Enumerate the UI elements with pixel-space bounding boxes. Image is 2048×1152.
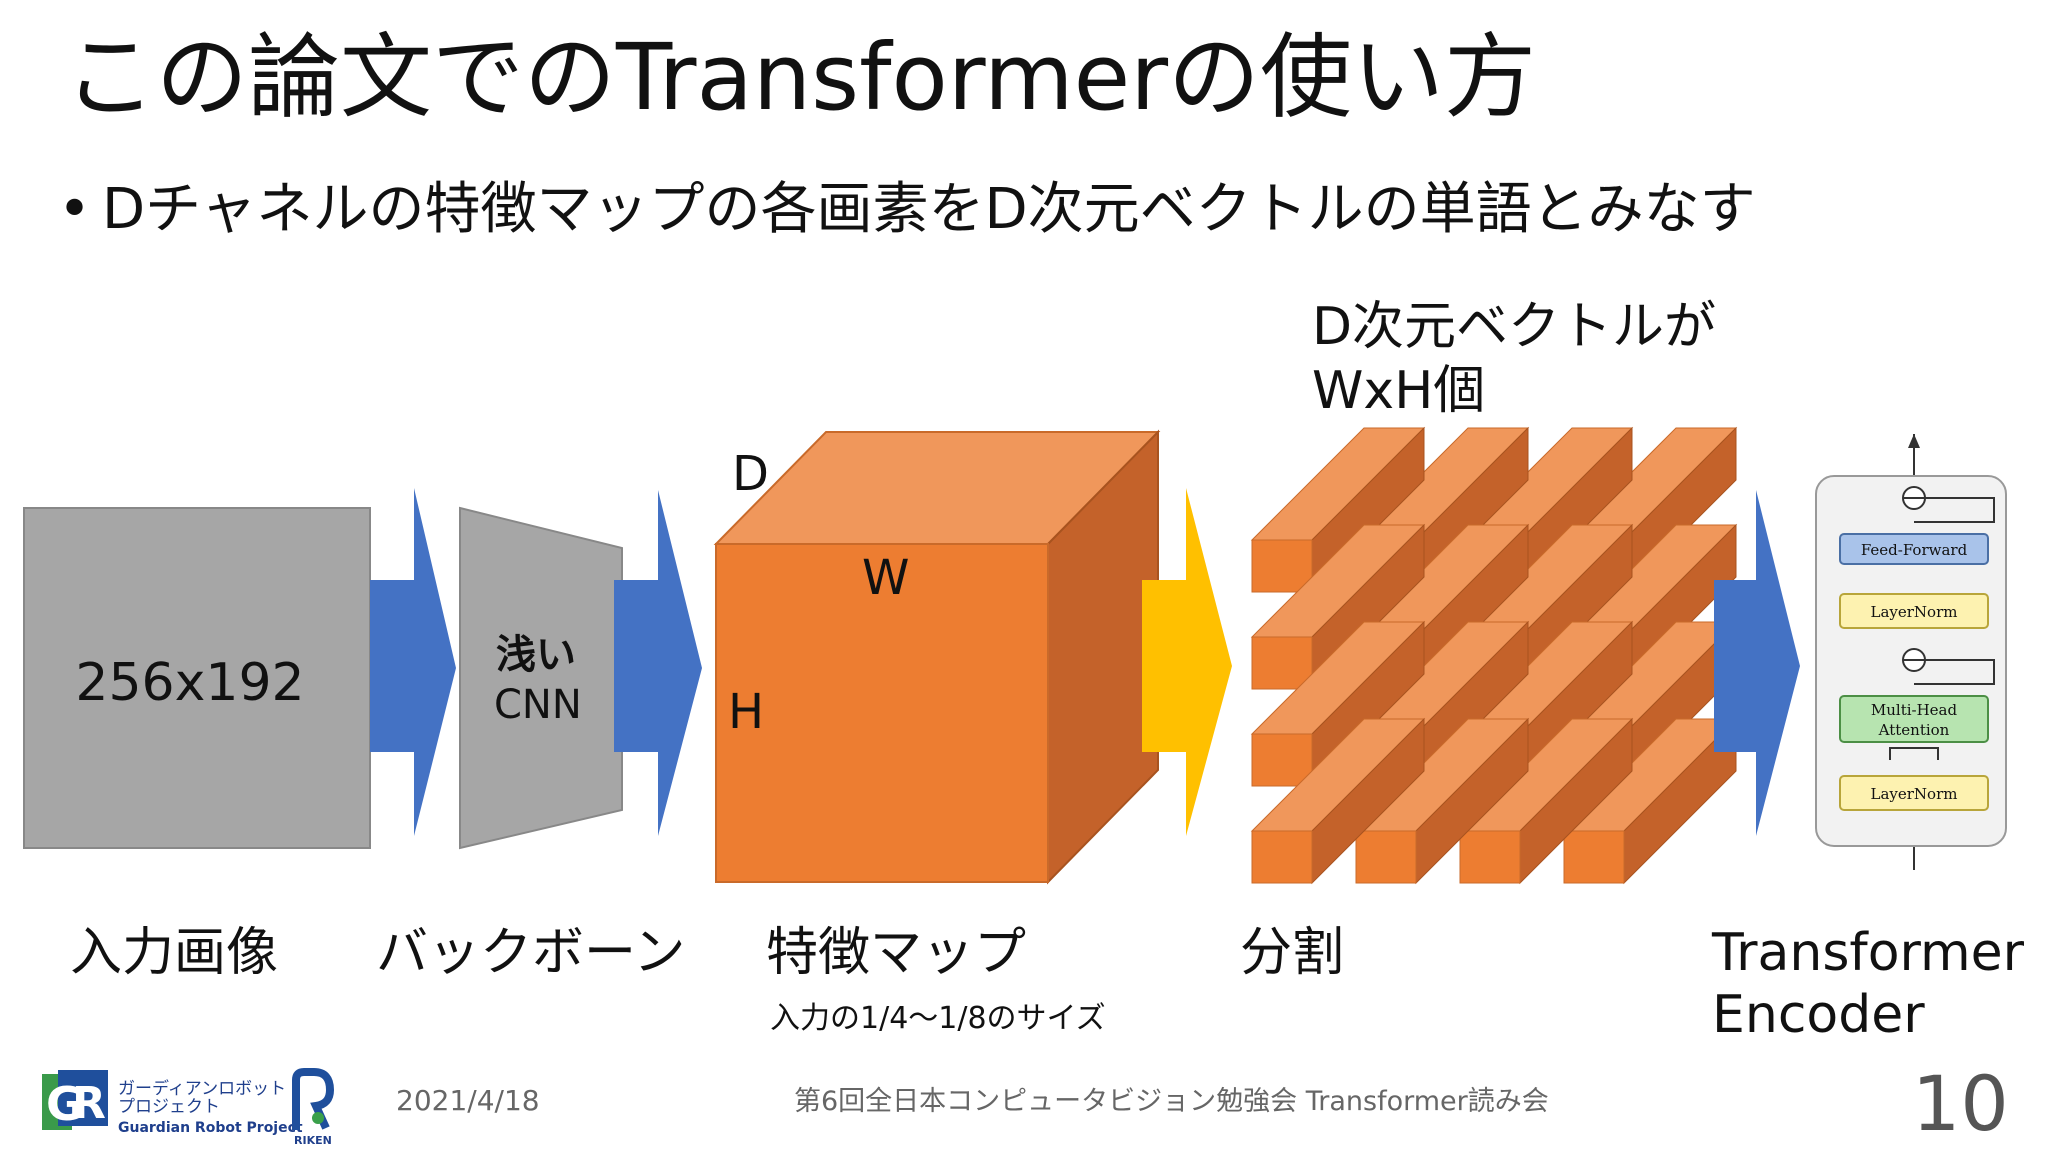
guardian-robot-project-logo: G R xyxy=(42,1070,108,1131)
arrow-split-to-encoder xyxy=(1714,490,1800,836)
input-size-label: 256x192 xyxy=(75,653,304,713)
caption-encoder-line2: Encoder xyxy=(1712,985,1925,1045)
cube-label-w: W xyxy=(862,550,909,606)
feature-map-cube xyxy=(713,429,1161,885)
cube-label-h: H xyxy=(728,684,764,740)
logo-text-en: Guardian Robot Project xyxy=(118,1120,303,1136)
split-vector-bar xyxy=(1250,717,1426,885)
bullet-point: •Dチャネルの特徴マップの各画素をD次元ベクトルの単語とみなす xyxy=(58,170,1756,250)
layernorm-top-block xyxy=(1839,593,1989,629)
bullet-text: Dチャネルの特徴マップの各画素をD次元ベクトルの単語とみなす xyxy=(102,177,1756,242)
vectors-caption-line2: WxH個 xyxy=(1312,361,1485,421)
logo-text-line1: ガーディアンロボット xyxy=(118,1078,286,1099)
multi-head-label-line1: Multi-Head xyxy=(1871,701,1958,719)
logo-text-line2: プロジェクト xyxy=(118,1097,220,1117)
vectors-caption-line1: D次元ベクトルが xyxy=(1312,297,1716,357)
caption-feature-map: 特徴マップ xyxy=(766,923,1026,983)
arrow-cnn-to-feature xyxy=(614,490,702,836)
transformer-encoder-figure: Feed-Forward LayerNorm Multi-Head Attent… xyxy=(1815,434,2007,870)
cube-label-d: D xyxy=(732,446,769,502)
caption-encoder-line1: Transformer xyxy=(1711,923,2025,983)
footer-event: 第6回全日本コンピュータビジョン勉強会 Transformer読み会 xyxy=(794,1086,1549,1117)
page-number: 10 xyxy=(1912,1059,2009,1148)
caption-split: 分割 xyxy=(1240,923,1344,983)
split-vector-bar xyxy=(1562,717,1738,885)
cnn-label-line2: CNN xyxy=(494,682,582,728)
layernorm-bottom-block xyxy=(1839,775,1989,811)
split-vectors-grid xyxy=(1250,426,1738,885)
svg-text:G: G xyxy=(46,1077,84,1131)
caption-feature-map-note: 入力の1/4〜1/8のサイズ xyxy=(770,1001,1106,1036)
arrow-feature-to-split xyxy=(1142,488,1232,836)
split-vector-bar xyxy=(1458,717,1634,885)
cnn-label-line1: 浅い xyxy=(496,632,576,678)
split-vector-bar xyxy=(1354,717,1530,885)
footer-date: 2021/4/18 xyxy=(396,1084,540,1117)
riken-text: RIKEN xyxy=(294,1134,332,1147)
bullet-marker: • xyxy=(58,177,92,242)
feed-forward-label: Feed-Forward xyxy=(1861,541,1968,559)
layernorm-top-label: LayerNorm xyxy=(1871,603,1958,621)
svg-text:R: R xyxy=(72,1078,106,1129)
caption-backbone: バックボーン xyxy=(376,923,685,983)
feed-forward-block xyxy=(1839,533,1989,565)
multi-head-attention-block xyxy=(1839,695,1989,743)
cnn-trapezoid xyxy=(459,506,623,850)
caption-input-image: 入力画像 xyxy=(70,923,278,983)
slide-title: この論文でのTransformerの使い方 xyxy=(64,24,1537,131)
layernorm-bottom-label: LayerNorm xyxy=(1871,785,1958,803)
riken-logo xyxy=(292,1068,335,1130)
multi-head-label-line2: Attention xyxy=(1878,721,1950,739)
arrow-input-to-cnn xyxy=(370,488,456,836)
